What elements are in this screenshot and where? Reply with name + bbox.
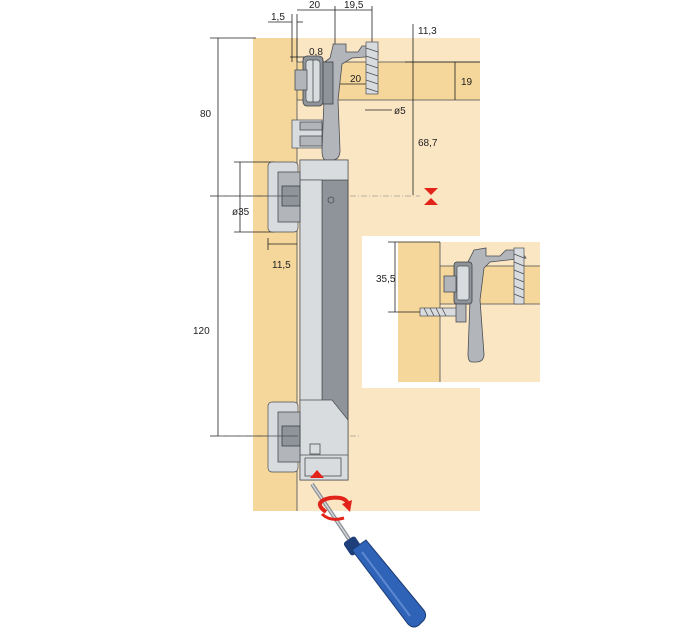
alignment-markers	[310, 188, 438, 478]
detail-inset: 35,5	[362, 236, 540, 388]
dim-phi35: ø35	[232, 207, 250, 218]
upper-mount	[267, 161, 301, 233]
hinge-mechanism	[267, 41, 379, 481]
dim-19: 19	[461, 77, 473, 88]
triangle-marker-icon	[310, 470, 324, 478]
dim-11-3: 11,3	[418, 26, 437, 37]
lower-mount	[267, 401, 301, 473]
dim-11-5: 11,5	[272, 260, 291, 271]
dim-phi5: ø5	[394, 106, 406, 117]
dim-80: 80	[200, 109, 212, 120]
dim-20-top: 20	[309, 0, 321, 11]
triangle-marker-icon	[424, 188, 438, 195]
top-dimensions: 1,5 20 19,5 11,3 19 0,8 20 ø5 68,7	[268, 0, 480, 195]
dim-19-5: 19,5	[344, 0, 364, 11]
dim-1-5: 1,5	[271, 12, 285, 23]
rotation-arrow-icon	[318, 495, 352, 521]
dim-68-7: 68,7	[418, 138, 438, 149]
dim-20-inner: 20	[350, 74, 362, 85]
triangle-marker-icon	[424, 198, 438, 205]
dim-35-5: 35,5	[376, 274, 396, 285]
screwdriver-icon	[310, 482, 427, 628]
dim-0-8: 0,8	[309, 47, 323, 58]
dim-120: 120	[193, 326, 210, 337]
